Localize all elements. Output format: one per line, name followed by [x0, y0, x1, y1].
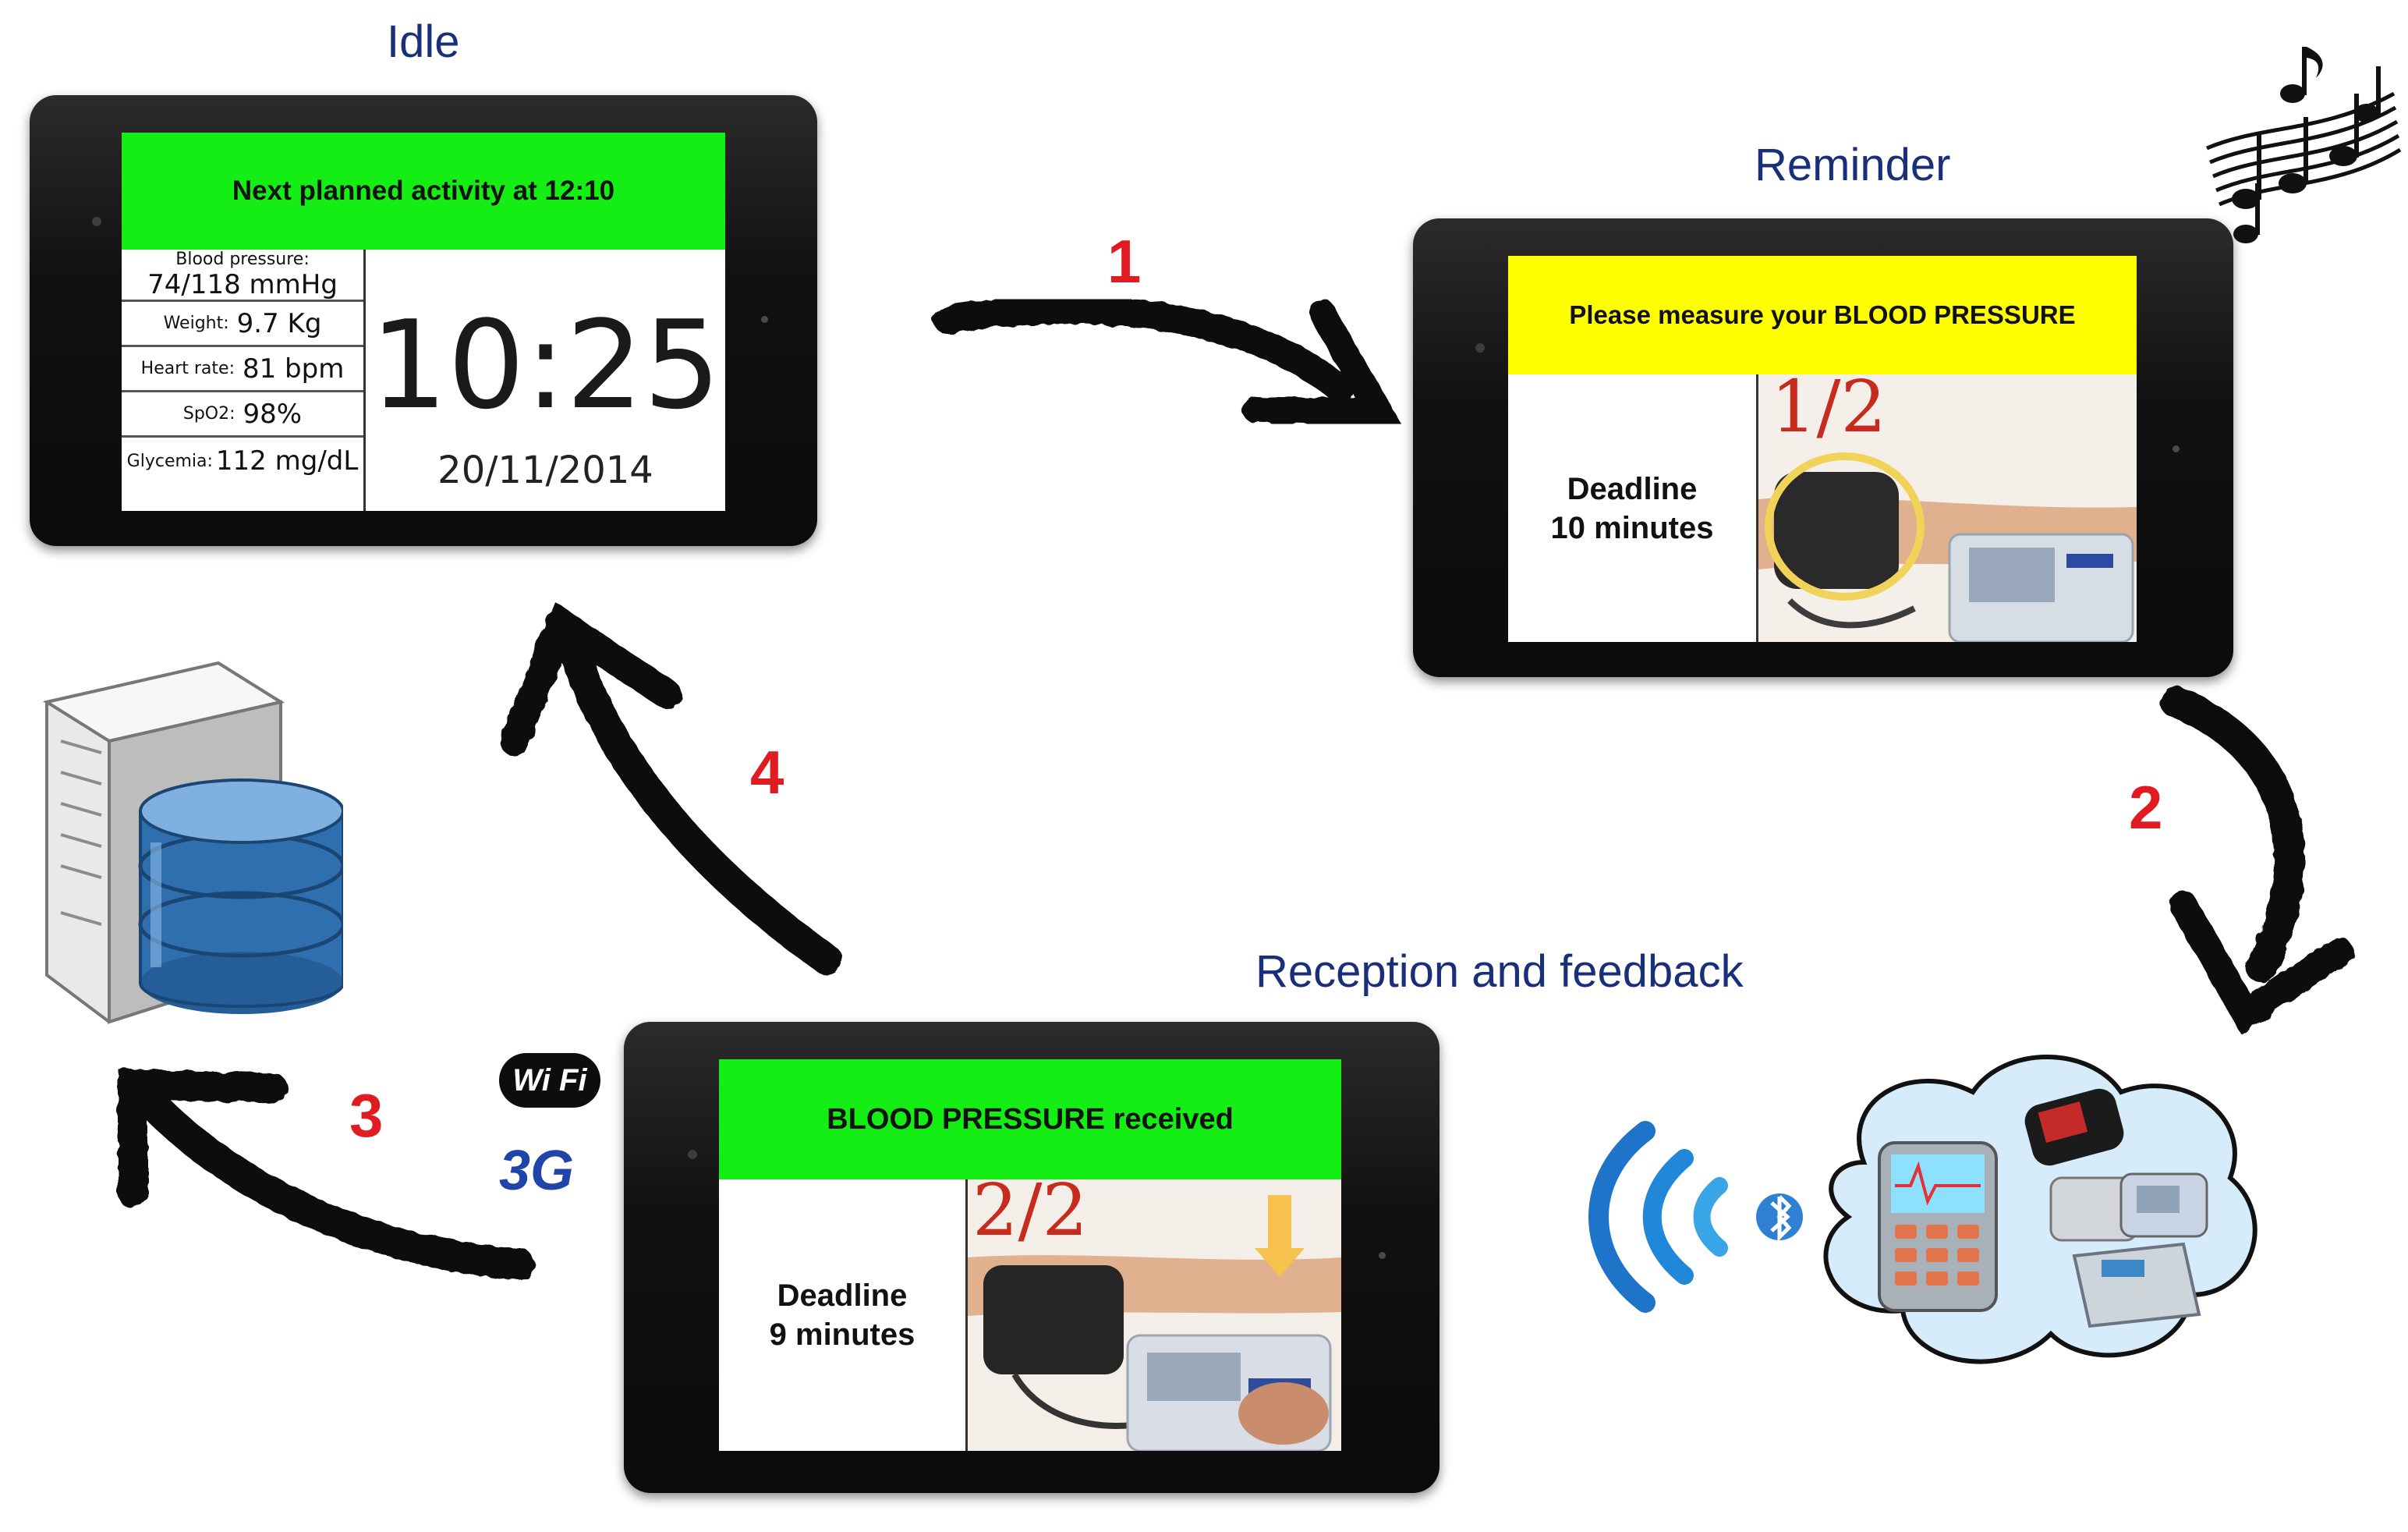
arrow-2: [2160, 686, 2353, 1034]
reminder-deadline: Deadline 10 minutes: [1550, 471, 1714, 545]
arrow-1: [933, 296, 1404, 427]
music-notes-icon: [2206, 47, 2402, 243]
medical-devices-cloud-icon: [1823, 1055, 2258, 1364]
3g-logo-icon: 3G: [499, 1140, 575, 1202]
vital-glycemia: Glycemia: 112 mg/dL: [126, 445, 359, 477]
idle-screen: Next planned activity at 12:10 Blood pre…: [122, 133, 725, 511]
idle-banner: Next planned activity at 12:10: [122, 133, 725, 250]
wifi-logo-icon: Wi Fi: [499, 1053, 600, 1108]
tablet-reception: BLOOD PRESSURE received Deadline 9 minut…: [624, 1022, 1439, 1493]
reception-deadline: Deadline 9 minutes: [769, 1278, 915, 1352]
tablet-reminder: Please measure your BLOOD PRESSURE Deadl…: [1413, 218, 2233, 677]
clock-time: 10:25: [370, 294, 721, 436]
vital-blood-pressure: Blood pressure: 74/118 mmHg: [122, 250, 363, 302]
step-number-4: 4: [750, 738, 784, 807]
clock-date: 20/11/2014: [437, 449, 653, 492]
tablet-idle: Next planned activity at 12:10 Blood pre…: [30, 95, 817, 546]
arrow-4: [500, 601, 842, 975]
vital-heart-rate: Heart rate: 81 bpm: [122, 347, 363, 392]
reminder-screen: Please measure your BLOOD PRESSURE Deadl…: [1508, 256, 2137, 642]
highlight-ring: [1765, 452, 1925, 601]
vital-weight: Weight: 9.7 Kg: [122, 302, 363, 347]
server-database-icon: [42, 661, 343, 1024]
stage-label-idle: Idle: [387, 16, 460, 67]
stage-label-reminder: Reminder: [1755, 140, 1951, 190]
stage-label-reception: Reception and feedback: [1255, 946, 1744, 997]
reminder-step-fraction: 1/2: [1771, 374, 1887, 449]
step-number-1: 1: [1107, 227, 1142, 296]
blood-pressure-cuff-photo: 1/2: [1758, 374, 2137, 642]
step-number-3: 3: [349, 1081, 384, 1150]
arrow-3: [118, 1069, 534, 1279]
reminder-banner: Please measure your BLOOD PRESSURE: [1508, 256, 2137, 374]
reception-step-fraction: 2/2: [972, 1179, 1089, 1252]
wireless-signal-icon: [1588, 1121, 1803, 1313]
blood-pressure-monitor-photo: 2/2: [968, 1179, 1341, 1451]
vitals-panel: Blood pressure: 74/118 mmHg Weight: 9.7 …: [122, 250, 363, 511]
vital-spo2: SpO2: 98%: [122, 392, 363, 438]
step-number-2: 2: [2129, 773, 2163, 842]
reception-screen: BLOOD PRESSURE received Deadline 9 minut…: [719, 1059, 1341, 1451]
reception-banner: BLOOD PRESSURE received: [719, 1059, 1341, 1179]
